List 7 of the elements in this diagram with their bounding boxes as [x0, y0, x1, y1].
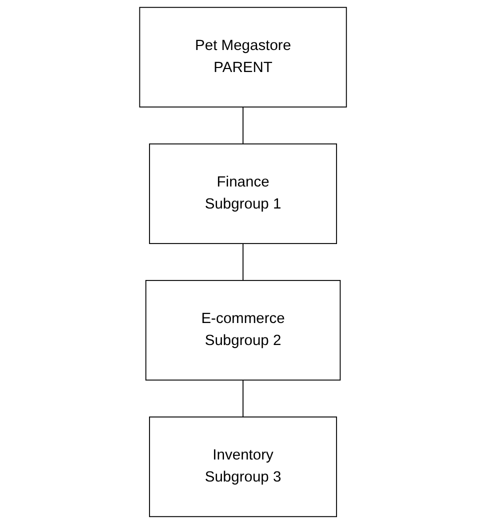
- node-box: Finance Subgroup 1: [150, 143, 338, 244]
- node-box: Pet Megastore PARENT: [140, 6, 348, 108]
- connector: [243, 380, 244, 418]
- connector: [243, 243, 244, 281]
- node-box: E-commerce Subgroup 2: [146, 280, 342, 381]
- connector: [243, 106, 244, 144]
- node-box: Inventory Subgroup 3: [150, 416, 338, 518]
